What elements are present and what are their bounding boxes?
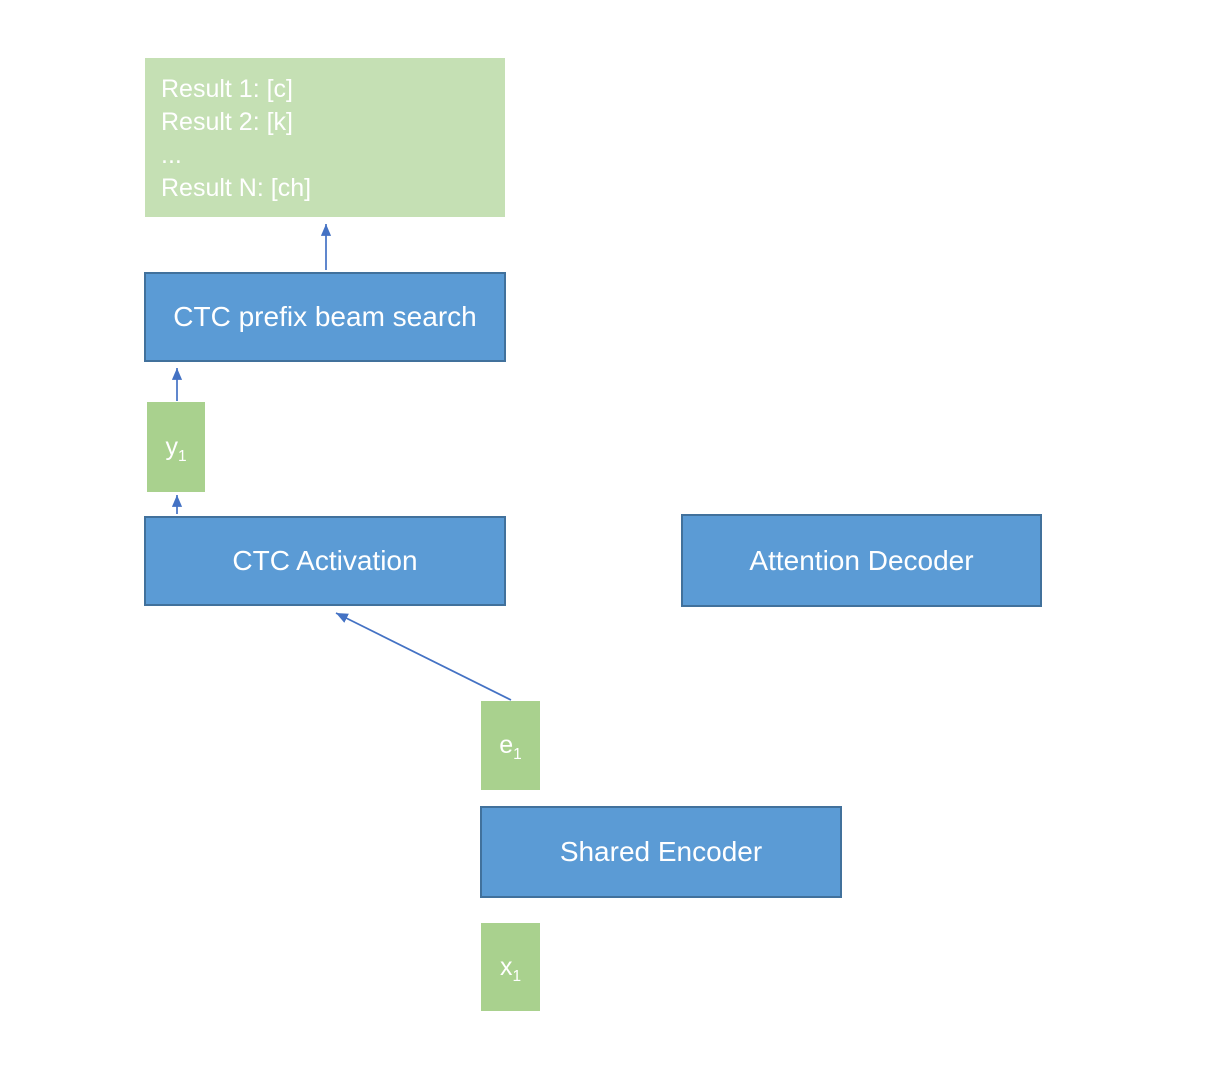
ctc-activation-box: CTC Activation — [144, 516, 506, 606]
e1-box: e1 — [481, 701, 540, 790]
result-line: Result 1: [c] — [161, 75, 293, 103]
shared-encoder-box: Shared Encoder — [480, 806, 842, 898]
attention-decoder-box: Attention Decoder — [681, 514, 1042, 607]
ctc-prefix-beam-search-box: CTC prefix beam search — [144, 272, 506, 362]
attention-decoder-label: Attention Decoder — [749, 544, 974, 576]
result-line: Result 2: [k] — [161, 108, 293, 136]
arrow-e1-to-ctc-activation — [335, 612, 512, 701]
x1-box: x1 — [481, 923, 540, 1011]
x1-label: x1 — [499, 952, 522, 985]
results-box: Result 1: [c] Result 2: [k] ... Result N… — [145, 58, 505, 217]
ctc-activation-label: CTC Activation — [232, 545, 418, 576]
y1-box: y1 — [147, 402, 205, 492]
y1-label: y1 — [165, 432, 187, 465]
result-line: Result N: [ch] — [161, 174, 312, 202]
ctc-prefix-beam-search-label: CTC prefix beam search — [173, 301, 477, 332]
result-line: ... — [161, 141, 182, 169]
shared-encoder-label: Shared Encoder — [559, 836, 763, 867]
e1-label: e1 — [499, 731, 522, 763]
